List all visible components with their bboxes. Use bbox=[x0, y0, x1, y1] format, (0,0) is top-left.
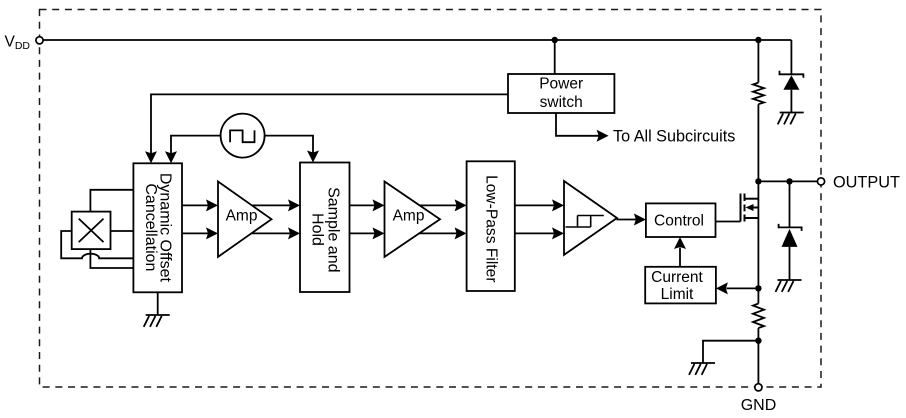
svg-text:Control: Control bbox=[654, 213, 704, 230]
svg-text:Amp: Amp bbox=[226, 208, 258, 225]
svg-text:Sample and: Sample and bbox=[325, 187, 342, 272]
svg-text:Cancellation: Cancellation bbox=[142, 183, 159, 271]
svg-text:Current: Current bbox=[651, 269, 703, 286]
svg-text:Amp: Amp bbox=[393, 208, 425, 225]
svg-text:GND: GND bbox=[741, 397, 777, 414]
svg-text:Hold: Hold bbox=[308, 213, 325, 246]
svg-text:Dynamic Offset: Dynamic Offset bbox=[157, 173, 174, 283]
svg-text:Low-Pass Filter: Low-Pass Filter bbox=[482, 175, 499, 282]
svg-text:switch: switch bbox=[540, 94, 583, 111]
svg-text:OUTPUT: OUTPUT bbox=[833, 174, 900, 192]
svg-text:Power: Power bbox=[539, 76, 583, 93]
svg-text:To All Subcircuits: To All Subcircuits bbox=[613, 128, 735, 146]
svg-text:Limit: Limit bbox=[661, 286, 694, 303]
